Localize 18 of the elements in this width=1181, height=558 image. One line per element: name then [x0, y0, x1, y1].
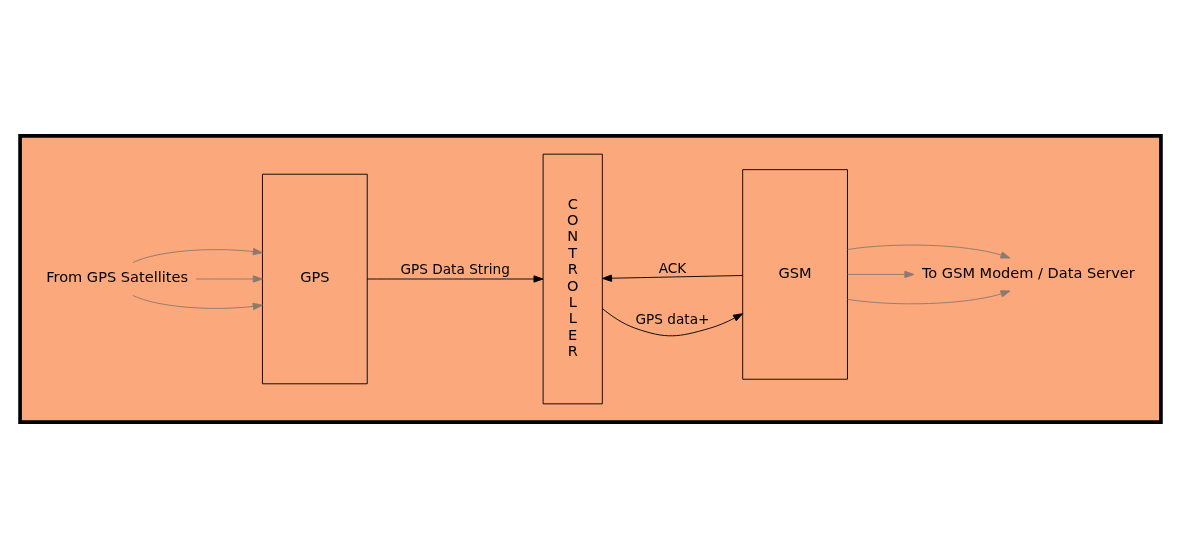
arrow [601, 308, 744, 337]
node-box: GPS [262, 173, 368, 385]
arrow [847, 270, 915, 279]
arrow [847, 290, 1011, 305]
node-text: From GPS Satellites [46, 268, 189, 286]
node-text: To GSM Modem / Data Server [921, 263, 1135, 281]
arrow [132, 248, 263, 264]
node-box: CONTROLLER [542, 153, 603, 405]
arrow [847, 244, 1011, 259]
edge-label: ACK [658, 259, 687, 276]
node-box: GSM [742, 169, 848, 380]
arrow [132, 294, 263, 310]
arrow [602, 274, 743, 282]
cluster [18, 134, 1163, 424]
arrow [366, 275, 544, 283]
edge-label: GPS data+ [635, 310, 710, 327]
arrow [195, 275, 263, 283]
edge-label: GPS Data String [400, 261, 510, 278]
